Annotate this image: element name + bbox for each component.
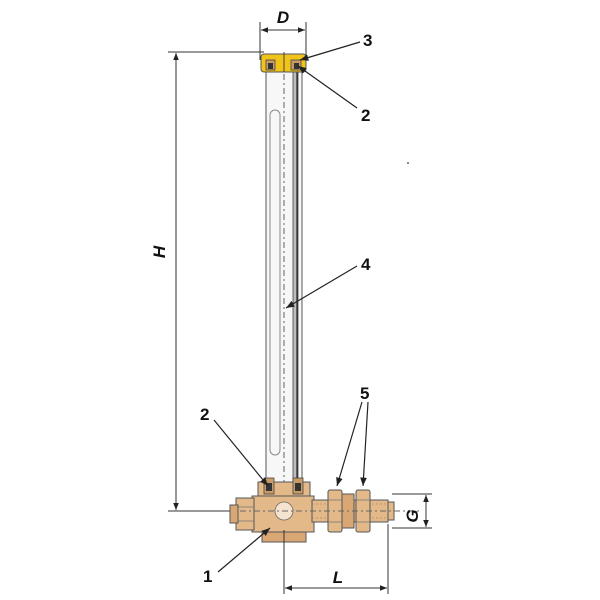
callout-4: 4 — [361, 255, 371, 274]
callout-5: 5 — [360, 384, 369, 403]
top-cap — [260, 52, 307, 73]
dimension-g-label: G — [403, 509, 422, 522]
dimension-l: L — [283, 524, 389, 594]
leader-lines — [213, 41, 369, 573]
fitting-body — [229, 477, 315, 543]
threaded-stem — [240, 489, 420, 533]
dimension-d-label: D — [277, 8, 289, 27]
tube-highlight — [269, 109, 281, 456]
callout-3: 3 — [363, 31, 372, 50]
dimension-g: G — [392, 493, 432, 529]
dimension-l-label: L — [333, 568, 343, 587]
dimension-d: D — [259, 8, 307, 60]
glass-tube — [265, 60, 303, 490]
callout-2-top: 2 — [361, 106, 370, 125]
stray-dot — [407, 162, 409, 164]
dimension-h: H — [150, 51, 264, 512]
callout-2-bottom: 2 — [200, 405, 209, 424]
dimension-h-label: H — [150, 245, 169, 258]
callout-1: 1 — [203, 567, 212, 586]
